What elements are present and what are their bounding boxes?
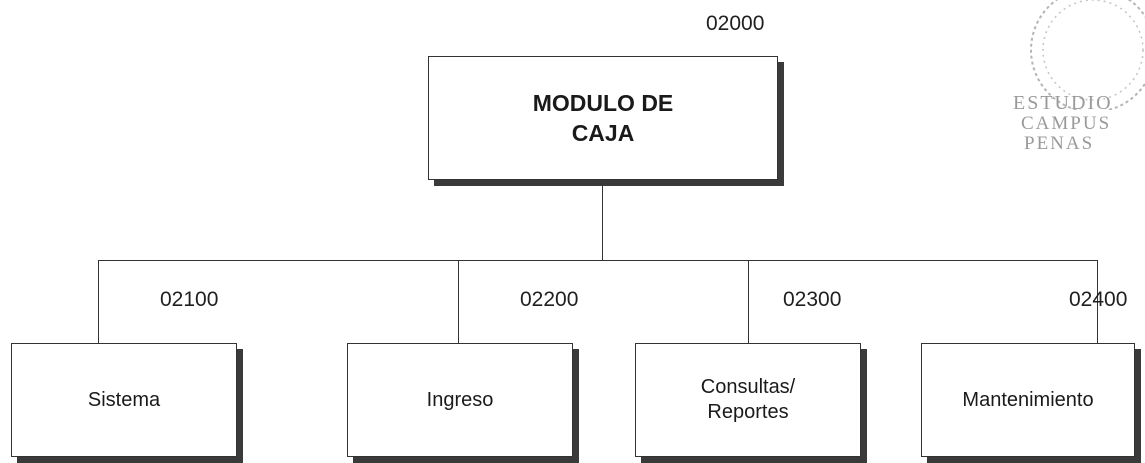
child-code-02400: 02400 xyxy=(1069,288,1128,311)
seal-line-1: ESTUDIO xyxy=(1013,92,1113,114)
child-code-02100: 02100 xyxy=(160,288,219,311)
seal-watermark: ESTUDIO CAMPUS xyxy=(985,0,1145,140)
seal-line-2: CAMPUS xyxy=(1021,113,1112,134)
root-label: MODULO DE CAJA xyxy=(532,90,674,146)
node-mantenimiento: Mantenimiento xyxy=(921,343,1135,457)
child-code-02300: 02300 xyxy=(783,288,842,311)
connector-02400 xyxy=(1097,260,1098,343)
connector-02200 xyxy=(458,260,459,343)
root-connector xyxy=(602,184,603,261)
node-mantenimiento-label: Mantenimiento xyxy=(962,388,1094,411)
connector-02300 xyxy=(748,260,749,343)
node-sistema: Sistema xyxy=(11,343,237,457)
node-consultas-reportes-label: Consultas/ Reportes xyxy=(700,376,796,423)
node-consultas-reportes: Consultas/ Reportes xyxy=(635,343,861,457)
root-node: MODULO DE CAJA xyxy=(428,56,778,180)
child-code-02200: 02200 xyxy=(520,288,579,311)
node-sistema-label: Sistema xyxy=(87,388,161,411)
node-ingreso-label: Ingreso xyxy=(426,388,494,411)
seal-line-3: PENAS xyxy=(1024,133,1095,154)
node-ingreso: Ingreso xyxy=(347,343,573,457)
connector-02100 xyxy=(98,260,99,343)
root-code: 02000 xyxy=(706,12,765,35)
horizontal-connector xyxy=(98,260,1098,261)
